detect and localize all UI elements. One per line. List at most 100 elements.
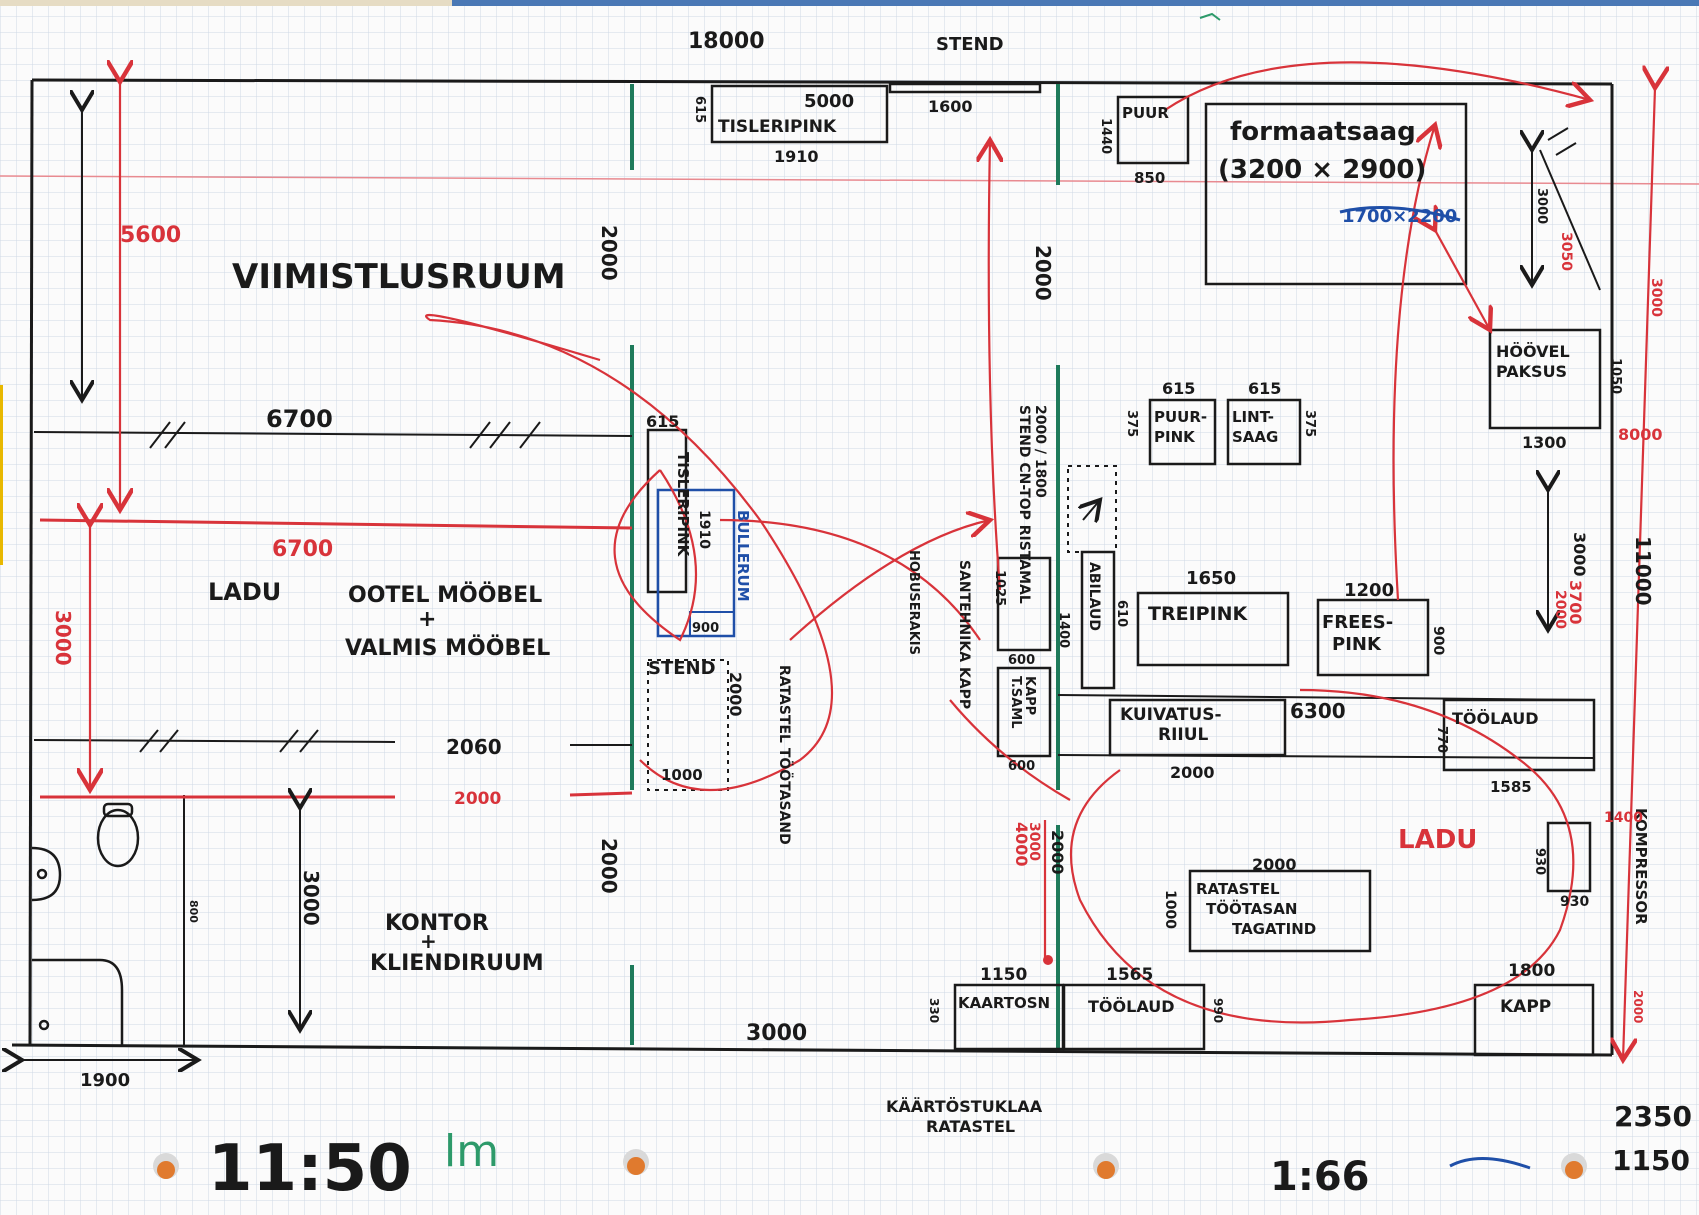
dim-1910-top: 1910 [774, 147, 819, 166]
dim-600-a: 600 [1008, 653, 1035, 668]
footer-corner-top: 2350 [1614, 1100, 1692, 1133]
room-ladu-right: LADU [1398, 825, 1477, 855]
dim-6700-red: 6700 [272, 537, 333, 562]
kapp-tsaml-label-1: KAPP [1022, 676, 1037, 715]
formaatsaag-size: (3200 × 2900) [1218, 155, 1426, 185]
toolaud-right-label: TÖÖLAUD [1452, 709, 1538, 728]
green-walls [630, 84, 1060, 1050]
dim-1025: 1025 [992, 570, 1007, 606]
hatch-marks [139, 421, 541, 753]
dim-6700: 6700 [266, 405, 333, 433]
footer-blue-scribble [1449, 1157, 1531, 1170]
kuivatusriiul-label-1: KUIVATUS- [1120, 705, 1222, 725]
green-tick [1199, 12, 1221, 21]
footer-initials: lm [444, 1126, 499, 1177]
room-kliendiruum: KLIENDIRUUM [370, 951, 544, 976]
kaatostusklaa-label-1: KÄÄRTÖSTUKLAA [886, 1097, 1043, 1116]
blue-annotation-mark [1339, 206, 1461, 222]
dim-1565: 1565 [1106, 965, 1153, 985]
dim-610: 610 [1114, 600, 1129, 627]
dim-1200: 1200 [1344, 580, 1394, 601]
dim-1300: 1300 [1522, 433, 1567, 452]
toilet-icon [96, 802, 140, 868]
dim-800: 800 [187, 900, 200, 923]
ratastel-vertical-label: RATASTEL TÖÖTASAND [776, 665, 794, 845]
valmis-mobel-label: VALMIS MÖÖBEL [345, 635, 550, 661]
ratastel-label-1: RATASTEL [1196, 880, 1280, 898]
dim-615-b: 615 [646, 412, 679, 431]
dim-2000-a: 2000 [597, 225, 621, 281]
black-dimension-arrows [22, 110, 1548, 1060]
paksus-label: PAKSUS [1496, 362, 1567, 381]
dim-3700: 3700 [1566, 580, 1585, 625]
dim-1400: 1400 [1056, 612, 1071, 648]
stend-vertical-label: STEND CN-TOP RISTAMAL [1016, 405, 1032, 604]
tisleripink-left-label: TISLERIPINK [674, 452, 692, 558]
ootel-mobel-label: OOTEL MÖÖBEL [348, 582, 542, 608]
punch-holes [153, 1149, 1587, 1179]
dim-1000-ratas: 1000 [1162, 890, 1178, 929]
dim-770: 770 [1434, 726, 1449, 753]
footer-corner-bottom: 1150 [1612, 1144, 1690, 1177]
dim-2000-kuiv: 2000 [1170, 763, 1215, 782]
toolaud-bottom-label: TÖÖLAUD [1088, 997, 1174, 1016]
dim-2000-vwall: 2000 / 1800 [1032, 405, 1048, 498]
dim-3000-right: 3000 [1648, 278, 1664, 317]
formaatsaag-label: formaatsaag [1230, 117, 1416, 147]
treipink-label: TREIPINK [1148, 603, 1249, 625]
top-right-strip [452, 0, 1699, 6]
red-flow-arrows [90, 62, 1655, 1060]
puurpink-label-2: PINK [1154, 428, 1196, 446]
footer-scale: 1:66 [1270, 1154, 1370, 1200]
dim-2000-d: 2000 [1048, 830, 1067, 875]
kompressor-label: KOMPRESSOR [1632, 808, 1650, 925]
top-left-strip [0, 0, 452, 6]
dim-2000-bottom-red: 2000 [1631, 990, 1645, 1023]
red-guide-line [0, 175, 1699, 185]
dim-5600: 5600 [120, 223, 181, 248]
dim-2060: 2060 [446, 735, 502, 759]
kaartosn-label: KAARTOSN [958, 994, 1050, 1012]
dim-3000-red-left: 3000 [51, 610, 75, 666]
dim-375: 375 [1124, 410, 1139, 437]
dim-930-a: 930 [1532, 848, 1547, 875]
dim-2000-ratas: 2000 [1252, 855, 1297, 874]
dim-11000: 11000 [1631, 536, 1655, 606]
equipment-boxes [646, 82, 1602, 1057]
ootel-plus: + [418, 607, 436, 632]
dim-1150: 1150 [980, 965, 1027, 985]
dim-3000-bottom: 3000 [746, 1021, 807, 1046]
dim-2000-stend: 2000 [726, 672, 745, 717]
freespink-label-2: PINK [1332, 634, 1382, 655]
ratastel-label-3: TAGATIND [1232, 920, 1316, 938]
dim-3050: 3050 [1558, 232, 1574, 271]
dim-3000-red-v: 3000 [1026, 822, 1042, 861]
ratastel-label-2: TÖÖTASAN [1206, 899, 1297, 918]
dim-1650: 1650 [1186, 568, 1236, 589]
footer-time: 11:50 [208, 1132, 412, 1206]
kaatostusklaa-label-2: RATASTEL [926, 1117, 1015, 1136]
stend-left-label: STEND [648, 658, 716, 679]
hoovel-label: HÖÖVEL [1496, 342, 1570, 361]
dim-2000-c: 2000 [597, 838, 621, 894]
bullerum-inner [689, 611, 735, 637]
dim-1400-red: 1400 [1604, 810, 1643, 826]
red-walls [39, 518, 633, 799]
dim-1910-b: 1910 [696, 510, 712, 549]
dim-6300: 6300 [1290, 699, 1346, 723]
dim-1440: 1440 [1098, 118, 1113, 154]
dim-615-puur: 615 [1162, 379, 1195, 398]
dim-2000-wall: 2000 [1552, 590, 1568, 629]
lintsaag-label-2: SAAG [1232, 428, 1278, 446]
lintsaag-label-1: LINT- [1232, 408, 1274, 426]
dim-930-b: 930 [1560, 894, 1589, 910]
bullerum-label: BULLERUM [734, 510, 752, 602]
dim-3000-kontor: 3000 [299, 870, 323, 926]
dim-2000-red: 2000 [454, 789, 501, 809]
dim-615-top: 615 [692, 96, 707, 123]
kontor-plus: + [420, 929, 437, 953]
dotted-boxes [647, 465, 1117, 791]
dim-5000: 5000 [804, 91, 854, 112]
